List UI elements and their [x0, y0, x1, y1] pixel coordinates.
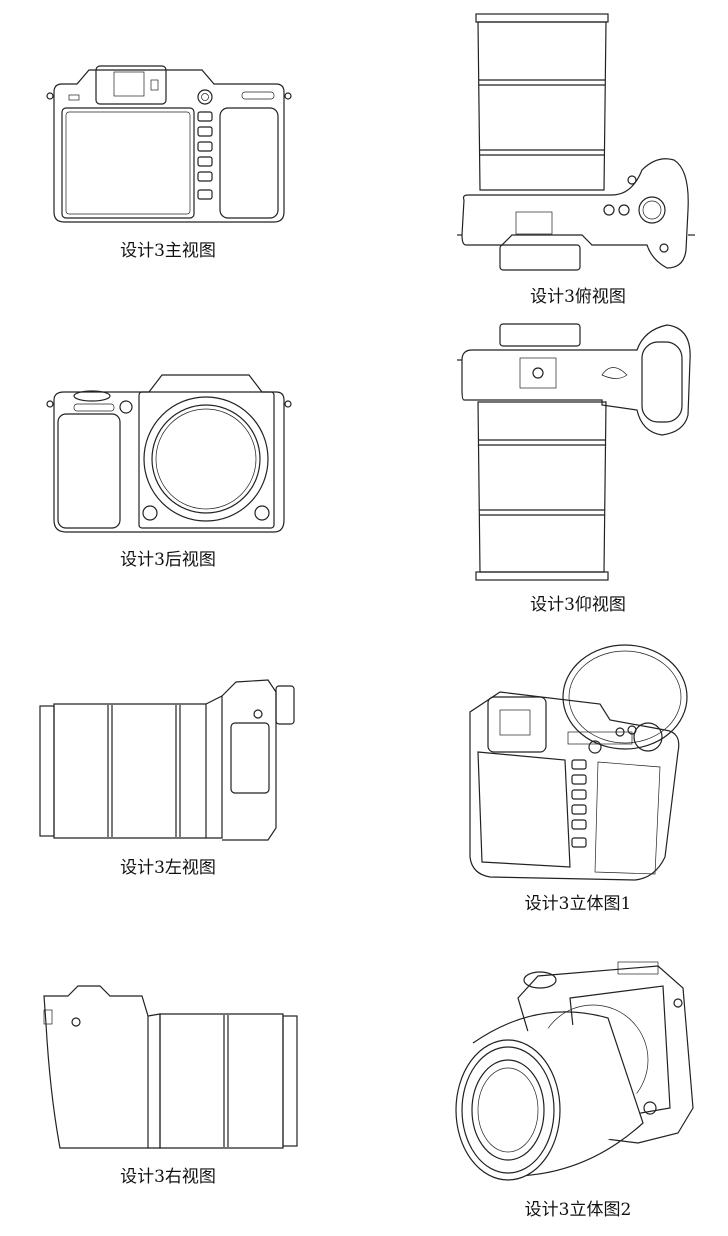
camera-bottom-view-drawing [457, 323, 691, 581]
figure-front-view [44, 62, 294, 227]
caption-perspective-2: 设计3立体图2 [524, 1200, 632, 1220]
figure-perspective-2 [448, 958, 704, 1190]
figure-back-view [44, 370, 294, 535]
caption-perspective-1: 设计3立体图1 [524, 894, 632, 914]
caption-back-view: 设计3后视图 [120, 550, 216, 570]
figure-right-view [38, 984, 302, 1154]
camera-right-view-drawing [43, 985, 298, 1149]
camera-front-view-drawing [46, 65, 292, 223]
figure-left-view [36, 678, 298, 843]
figure-top-view [452, 10, 700, 278]
figure-perspective-1 [460, 642, 692, 884]
caption-left-view: 设计3左视图 [120, 858, 216, 878]
figure-bottom-view [452, 320, 700, 585]
camera-perspective-2-drawing [455, 961, 694, 1181]
camera-back-view-drawing [46, 374, 292, 533]
caption-top-view: 设计3俯视图 [530, 287, 626, 307]
camera-perspective-1-drawing [469, 644, 688, 881]
camera-left-view-drawing [39, 679, 295, 841]
caption-front-view: 设计3主视图 [120, 241, 216, 261]
caption-bottom-view: 设计3仰视图 [530, 595, 626, 615]
caption-right-view: 设计3右视图 [120, 1167, 216, 1187]
camera-top-view-drawing [457, 13, 695, 271]
